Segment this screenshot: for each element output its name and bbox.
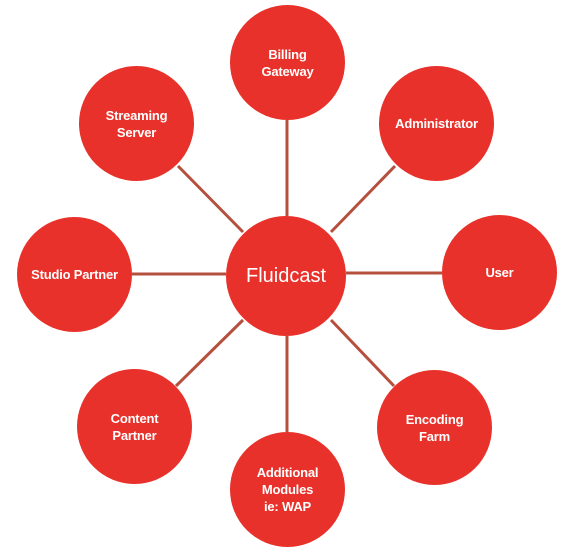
node-additional-modules: Additional Modules ie: WAP — [230, 432, 345, 547]
connector-streaming — [176, 164, 245, 234]
node-billing-gateway: Billing Gateway — [230, 5, 345, 120]
node-label: Additional Modules ie: WAP — [256, 465, 319, 514]
node-label: Billing Gateway — [261, 46, 314, 79]
node-studio-partner: Studio Partner — [17, 217, 132, 332]
node-streaming-server: Streaming Server — [79, 66, 194, 181]
node-label: User — [485, 265, 514, 280]
node-label: Administrator — [395, 116, 478, 131]
node-user: User — [442, 215, 557, 330]
node-label: Encoding Farm — [405, 411, 464, 444]
node-content-partner: Content Partner — [77, 369, 192, 484]
node-encoding-farm: Encoding Farm — [377, 370, 492, 485]
connector-encoding — [329, 318, 396, 388]
connector-content — [174, 318, 245, 388]
node-label: Content Partner — [110, 410, 159, 443]
node-administrator: Administrator — [379, 66, 494, 181]
node-label: Streaming Server — [105, 107, 168, 140]
node-label: Studio Partner — [31, 267, 118, 282]
connector-administrator — [329, 164, 397, 234]
hub-label: Fluidcast — [245, 265, 327, 287]
hub-node-fluidcast: Fluidcast — [226, 216, 346, 336]
